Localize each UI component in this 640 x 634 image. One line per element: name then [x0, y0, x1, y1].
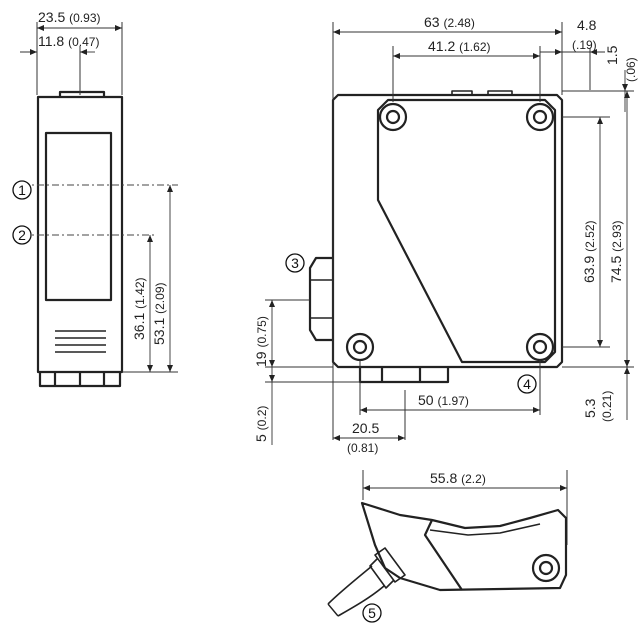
bracket-length-label: 55.8 (2.2) [430, 470, 486, 486]
front-axis-2-dim-label: 36.1 (1.42) [131, 278, 147, 341]
front-vent-slots [55, 330, 106, 353]
side-connector-height-label: 19 (0.75) [253, 316, 269, 367]
bracket-inner-ridge [429, 523, 541, 536]
bracket-body [360, 501, 568, 592]
bracket-view [327, 470, 568, 617]
front-width-total-label: 23.5 (0.93) [38, 9, 101, 25]
front-axis-1-dim-label: 53.1 (2.09) [151, 283, 167, 346]
marker-2: 2 [12, 225, 32, 245]
side-length-total-label: 63 (2.48) [424, 14, 475, 30]
side-top-tabs [451, 90, 513, 95]
front-view [20, 22, 178, 388]
side-view [265, 22, 634, 445]
side-mounting-hole-br [525, 332, 555, 362]
side-connector-offset-value: 20.5 [352, 420, 379, 436]
svg-text:2: 2 [18, 227, 26, 243]
bracket-cable [327, 565, 385, 617]
side-offset-right-value: 4.8 [577, 17, 597, 33]
front-top-cap [58, 90, 106, 97]
marker-1: 1 [12, 180, 32, 200]
marker-5: 5 [362, 603, 382, 623]
side-bottom-offset-label: 5 (0.2) [253, 406, 269, 442]
side-hole-to-edge-label: 50 (1.97) [418, 392, 469, 408]
svg-text:3: 3 [291, 255, 299, 271]
svg-text:5: 5 [368, 605, 376, 621]
marker-4: 4 [517, 374, 537, 394]
side-offset-top-value: 1.5 [604, 45, 620, 65]
side-bottom-right-inch: (0.21) [600, 391, 614, 422]
front-lens-window [44, 131, 113, 302]
side-hole-spacing-h-label: 41.2 (1.62) [428, 38, 491, 54]
front-base [38, 372, 122, 388]
bracket-mounting-hole [531, 553, 561, 583]
bracket-cable-gland [369, 547, 406, 589]
side-connector [308, 256, 333, 342]
front-width-half-label: 11.8 (0.47) [38, 33, 99, 49]
side-offset-top-inch: (.06) [624, 57, 638, 82]
side-connector-offset-inch: (0.81) [347, 441, 378, 455]
side-bottom-right-value: 5.3 [582, 398, 598, 418]
marker-3: 3 [285, 253, 305, 273]
side-mounting-hole-tr [525, 102, 555, 132]
svg-text:4: 4 [523, 376, 531, 392]
side-height-total-label: 74.5 (2.93) [608, 221, 624, 284]
svg-text:1: 1 [18, 182, 26, 198]
bracket-inner-edge [423, 519, 463, 591]
side-inner-outline [376, 98, 557, 364]
side-base [358, 367, 450, 384]
side-housing [331, 93, 564, 369]
side-hole-spacing-v-label: 63.9 (2.52) [581, 221, 597, 284]
side-mounting-hole-bl [345, 332, 375, 362]
side-mounting-hole-tl [378, 102, 408, 132]
side-offset-right-inch: (.19) [572, 38, 597, 52]
